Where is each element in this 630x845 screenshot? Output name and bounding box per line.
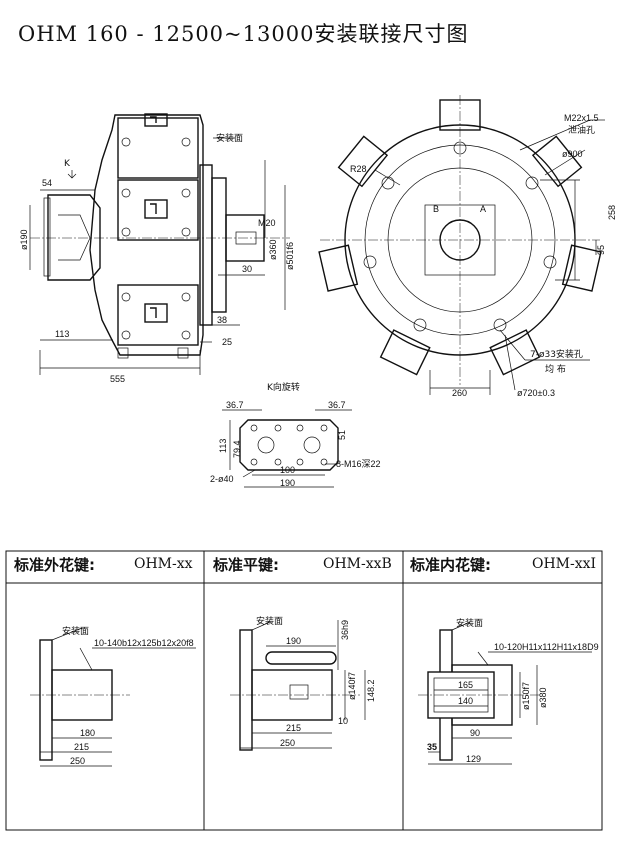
header-internal-spline: 标准内花键: OHM-xxI [410, 554, 600, 584]
p3-129: 129 [466, 754, 481, 764]
p2-250: 250 [280, 738, 295, 748]
dim-m22: M22x1.5 [564, 113, 599, 123]
header-external-spline-code: OHM-xx [134, 556, 193, 572]
dim-360: ø360 [268, 239, 278, 260]
header-flat-key-code: OHM-xxB [323, 556, 392, 572]
header-internal-spline-name: 标准内花键: [410, 556, 491, 574]
dim-900: ø900 [562, 149, 583, 159]
header-internal-spline-code: OHM-xxI [532, 556, 597, 572]
side-view: K 安装面 54 ø190 113 555 M20 ø360 ø501f6 30… [19, 113, 295, 384]
p3-140: 140 [458, 696, 473, 706]
header-external-spline-name: 标准外花键: [14, 556, 95, 574]
mounting-holes-label: 7-ø33安装孔 [530, 348, 583, 360]
dim-54: 54 [42, 178, 52, 188]
panel-internal-spline: 安装面 10-120H11x112H11x18D9 165 140 ø150f7… [418, 617, 599, 765]
dim-38: 38 [217, 315, 227, 325]
p1-face: 安装面 [62, 625, 89, 637]
dim-r28: R28 [350, 164, 367, 174]
header-flat-key: 标准平键: OHM-xxB [213, 554, 403, 584]
m16-label: 8-M16深22 [336, 459, 381, 469]
header-external-spline: 标准外花键: OHM-xx [14, 554, 204, 584]
p3-35: 35 [427, 742, 437, 752]
k-view: K向旋转 36.7 36.7 113 79.4 51 100 190 2-ø40… [210, 381, 381, 488]
p2-215: 215 [286, 723, 301, 733]
k-view-label: K [64, 159, 71, 169]
dim-190: ø190 [19, 229, 29, 250]
dim-720: ø720±0.3 [517, 388, 555, 398]
p2-190: 190 [286, 636, 301, 646]
p3-face: 安装面 [456, 617, 483, 629]
drain-hole-label: 泄油孔 [568, 124, 595, 136]
p3-150: ø150f7 [521, 682, 531, 710]
uniform-label: 均 布 [545, 363, 566, 375]
p3-spline: 10-120H11x112H11x18D9 [494, 642, 599, 652]
p2-148: 148.2 [366, 679, 376, 702]
dim-25: 25 [222, 337, 232, 347]
p3-90: 90 [470, 728, 480, 738]
dim-190-k: 190 [280, 478, 295, 488]
dim-258: 258 [607, 205, 617, 220]
page-title: OHM 160 - 12500~13000安装联接尺寸图 [18, 22, 469, 46]
mounting-face-label: 安装面 [216, 132, 243, 144]
p1-180: 180 [80, 728, 95, 738]
spec-table [5, 550, 603, 831]
p3-380: ø380 [538, 687, 548, 708]
p3-165: 165 [458, 680, 473, 690]
p2-face: 安装面 [256, 615, 283, 627]
p2-10: 10 [338, 716, 348, 726]
p2-36: 36h9 [340, 620, 350, 640]
dim-m20: M20 [258, 218, 276, 228]
dim-95: 95 [596, 245, 606, 255]
panel-flat-key: 安装面 190 36h9 ø140f7 148.2 10 215 250 [230, 615, 376, 751]
dim-555: 555 [110, 374, 125, 384]
two-holes-label: 2-ø40 [210, 474, 234, 484]
dim-113: 113 [55, 329, 69, 339]
p1-spline: 10-140b12x125b12x20f8 [94, 638, 194, 648]
panel-external-spline: 安装面 10-140b12x125b12x20f8 180 215 250 [30, 625, 196, 767]
k-view-title: K向旋转 [267, 381, 300, 393]
dim-113-k: 113 [218, 439, 228, 453]
dim-36-left: 36.7 [226, 400, 244, 410]
front-view: B A M22x1.5 泄油孔 ø900 R28 258 95 7-ø33安装孔… [318, 95, 617, 398]
port-b-label: B [433, 204, 439, 214]
p1-250: 250 [70, 756, 85, 766]
dim-79: 79.4 [232, 440, 242, 458]
dim-30: 30 [242, 264, 252, 274]
dim-100: 100 [280, 465, 295, 475]
p1-215: 215 [74, 742, 89, 752]
p2-140: ø140f7 [347, 672, 357, 700]
dim-51: 51 [337, 430, 347, 440]
dim-260: 260 [452, 388, 467, 398]
port-a-label: A [480, 204, 486, 214]
dim-501: ø501f6 [285, 242, 295, 270]
cylinder-cap-icons [144, 113, 168, 323]
dim-36-right: 36.7 [328, 400, 346, 410]
header-flat-key-name: 标准平键: [213, 556, 279, 574]
